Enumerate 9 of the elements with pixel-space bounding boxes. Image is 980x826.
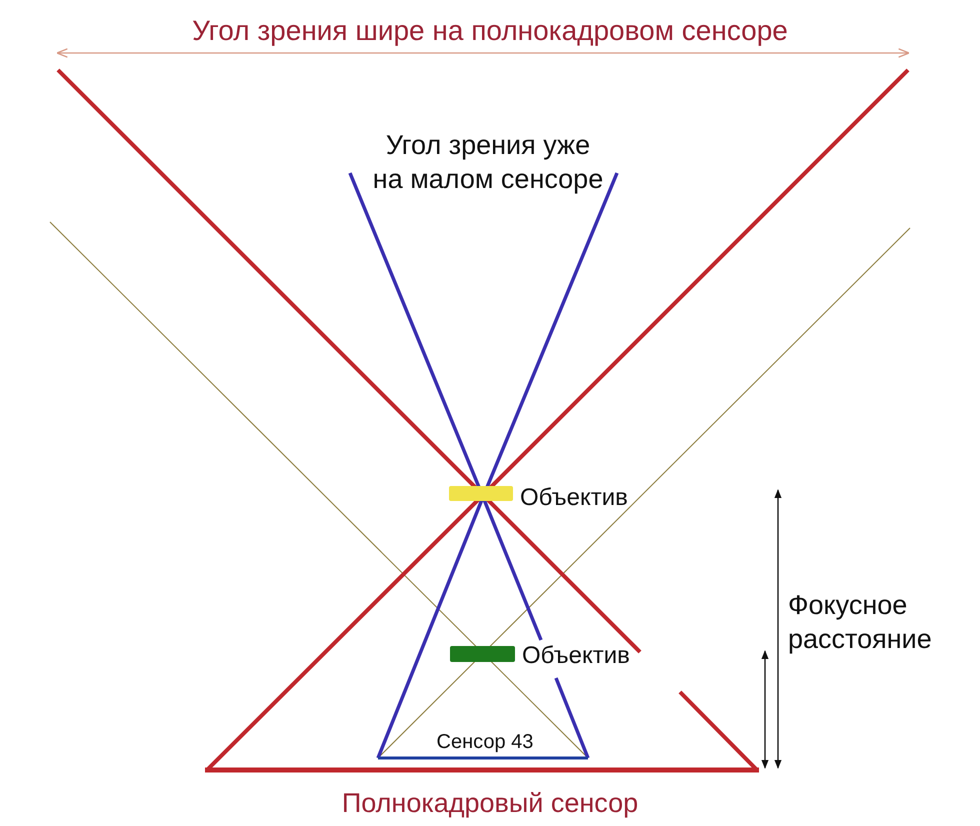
sensor-label: Полнокадровый сенсор (340, 787, 640, 820)
angle-caption: Угол зрения уже на малом сенсоре (372, 129, 604, 196)
dimension-label: Фокусное расстояние (788, 589, 933, 656)
lens-bar (450, 646, 515, 662)
angle-caption: Угол зрения шире на полнокадровом сенсоре (191, 14, 789, 48)
sensor-label: Сенсор 43 (436, 730, 534, 755)
lens-label: Объектив (520, 483, 628, 513)
lens-label: Объектив (522, 641, 630, 671)
lens-bar (449, 486, 513, 501)
